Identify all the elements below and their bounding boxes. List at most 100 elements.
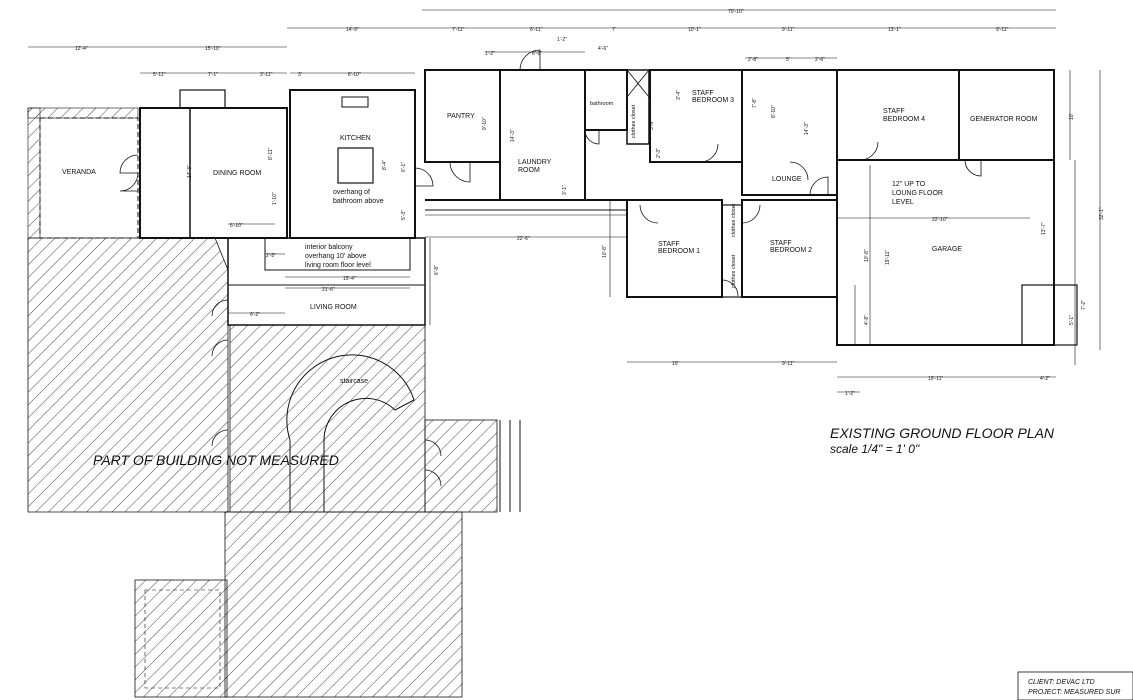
note-staircase: staircase (340, 378, 368, 385)
title-block-project: PROJECT: MEASURED SUR (1028, 689, 1120, 696)
dim-12-4: 12'-4" (75, 46, 88, 52)
dim-6-10a: 6'-10" (348, 72, 361, 78)
label-clothes-closet-3: clothes closet (731, 254, 737, 288)
note-up-line2: LOUNG FLOOR (892, 190, 943, 197)
dim-15-4: 15'-4" (343, 276, 356, 282)
label-staff-bedroom-2-line1: STAFF (770, 240, 792, 247)
walls (39, 69, 1078, 512)
label-staff-bedroom-3-line1: STAFF (692, 90, 714, 97)
dim-1-2b: 1'-2" (557, 37, 567, 43)
dimension-labels: 70'-10" 12'-4" 15'-10" 14'-9" 7'-11" 6'-… (75, 9, 1105, 397)
label-generator-room: GENERATOR ROOM (970, 116, 1038, 123)
dimension-lines (28, 9, 1101, 393)
dim-7-11: 7'-11" (452, 27, 465, 33)
note-balcony-line1: interior balcony (305, 244, 353, 251)
dim-overall: 70'-10" (728, 9, 744, 15)
dim-6-10b: 6'-10" (230, 223, 243, 229)
dim-6-1: 6'-1" (401, 162, 407, 172)
label-staff-bedroom-4-line2: BEDROOM 4 (883, 116, 925, 123)
dim-6-8: 6'-8" (434, 265, 440, 275)
dim-1-10: 1'-10" (272, 192, 278, 205)
label-garage: GARAGE (932, 246, 962, 253)
label-staff-bedroom-4-line1: STAFF (883, 108, 905, 115)
label-staff-bedroom-1-line2: BEDROOM 1 (658, 248, 700, 255)
dim-8-4: 8'-4" (382, 160, 388, 170)
dim-22-6: 22'-6" (517, 236, 530, 242)
label-laundry-2: ROOM (518, 167, 540, 174)
dim-7-2: 7'-2" (1081, 300, 1087, 310)
dim-7: 7' (612, 27, 616, 33)
dim-32-1: 32'-1" (1099, 207, 1105, 220)
label-clothes-closet-1: clothes closet (631, 104, 637, 138)
dim-14-3c: 14'-3" (187, 165, 193, 178)
title-block: CLIENT: DEVAC LTD PROJECT: MEASURED SUR (1017, 671, 1133, 700)
dim-2-8: 2'-8" (748, 57, 758, 63)
label-living-room: LIVING ROOM (310, 304, 357, 311)
unmeasured-area (27, 237, 498, 698)
label-staff-bedroom-2-line2: BEDROOM 2 (770, 247, 812, 254)
dim-10-1: 10'-1" (688, 27, 701, 33)
dim-3: 3' (298, 72, 302, 78)
note-up-line3: LEVEL (892, 199, 914, 206)
note-up-line1: 12" UP TO (892, 181, 926, 188)
doors (119, 49, 982, 487)
label-lounge: LOUNGE (772, 176, 802, 183)
dim-9-11b: 9'-11" (996, 27, 1009, 33)
dim-1-2: 1'-2" (485, 51, 495, 57)
dim-6-9: 6'-9" (532, 51, 542, 57)
dim-2-6: 2'-6" (815, 57, 825, 63)
dim-13-1: 13'-1" (888, 27, 901, 33)
plan-title: EXISTING GROUND FLOOR PLAN (830, 425, 1055, 441)
dim-14-3a: 14'-3" (510, 129, 516, 142)
label-clothes-closet-2: clothes closet (731, 203, 737, 237)
dim-6-2: 6'-2" (250, 312, 260, 318)
dim-7-1: 7'-1" (208, 72, 218, 78)
dim-5-1: 5'-1" (1069, 315, 1075, 325)
dim-3-4: 3'-4" (676, 90, 682, 100)
dim-14-3b: 14'-3" (804, 122, 810, 135)
dim-9-11a: 9'-11" (782, 27, 795, 33)
dim-9-10: 9'-10" (482, 117, 488, 130)
dim-14-9: 14'-9" (346, 27, 359, 33)
dim-8-11: 8'-11" (268, 147, 274, 160)
dim-1-2c: 1'-2" (845, 391, 855, 397)
dim-3-1: 3'-1" (562, 185, 568, 195)
dim-15-10: 15'-10" (205, 46, 221, 52)
note-not-measured: PART OF BUILDING NOT MEASURED (93, 452, 339, 468)
dim-2-3: 2'-3" (656, 148, 662, 158)
dim-4-6: 4'-6" (598, 46, 608, 52)
label-laundry-1: LAUNDRY (518, 159, 552, 166)
room-labels: VERANDA DINING ROOM KITCHEN PANTRY LAUND… (62, 90, 1038, 311)
dim-7-8: 7'-8" (752, 98, 758, 108)
dim-10b: 10' (672, 361, 679, 367)
title-block-client: CLIENT: DEVAC LTD (1028, 679, 1095, 686)
dim-19-11b: 19'-11" (928, 376, 943, 382)
label-bathroom: bathroom (590, 101, 614, 107)
dim-5-3: 5'-3" (401, 210, 407, 220)
label-staff-bedroom-1-line1: STAFF (658, 241, 680, 248)
notes: overhang of bathroom above interior balc… (93, 181, 943, 468)
plan-title-block: EXISTING GROUND FLOOR PLAN scale 1/4" = … (830, 425, 1055, 456)
label-kitchen: KITCHEN (340, 135, 371, 142)
note-balcony-line3: living room floor level (305, 262, 371, 269)
plan-scale: scale 1/4" = 1' 0" (830, 442, 920, 456)
label-staff-bedroom-3-line2: BEDROOM 3 (692, 97, 734, 104)
dim-3-11: 3'-11" (260, 72, 273, 78)
note-balcony-line2: overhang 10' above (305, 253, 366, 260)
dim-4-2: 4'-2" (1040, 376, 1050, 382)
dim-4-8: 4'-8" (864, 315, 870, 325)
label-dining-room: DINING ROOM (213, 170, 261, 177)
dim-8-10: 8'-10" (771, 105, 777, 118)
dim-19-11: 19'-11" (885, 250, 891, 265)
dim-5-11: 5'-11" (153, 72, 166, 78)
dim-6-11: 6'-11" (530, 27, 543, 33)
note-overhang-line2: bathroom above (333, 198, 384, 205)
dim-2-5: 2'-5" (266, 253, 276, 259)
dim-10-8a: 10'-8" (602, 245, 608, 258)
dim-10: 10' (1069, 113, 1075, 120)
note-overhang-line1: overhang of (333, 189, 370, 196)
dim-3-9: 3'-9" (649, 120, 655, 130)
dim-10-8b: 10'-8" (864, 249, 870, 262)
dim-5: 5' (786, 57, 790, 63)
